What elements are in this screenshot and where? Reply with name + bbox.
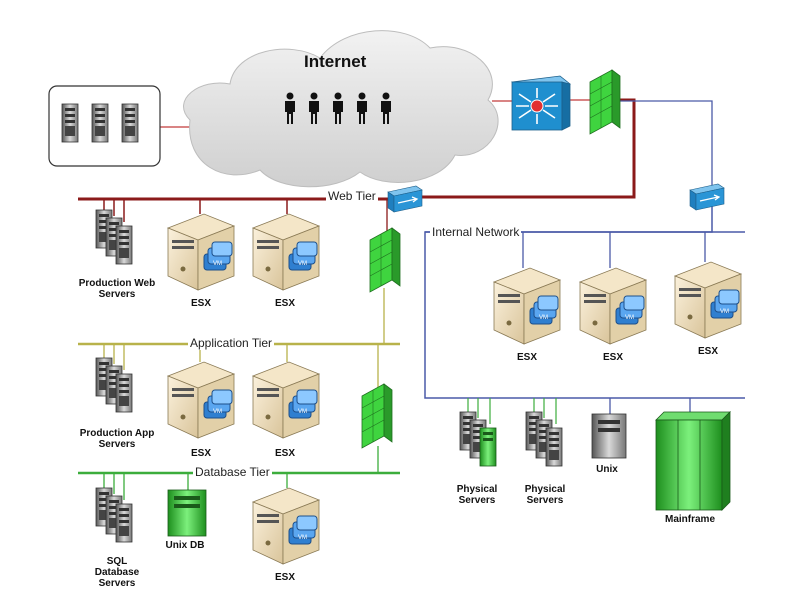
firewall-icon — [361, 383, 393, 449]
server-rack-icon — [91, 103, 109, 143]
production-web-label: Production Web Servers — [78, 278, 156, 300]
unix-server — [591, 413, 627, 459]
esx-host-icon — [167, 213, 235, 291]
server-rack-icon — [115, 503, 133, 543]
sql-db-label: SQL Database Servers — [94, 556, 140, 589]
firewall-icon — [369, 227, 401, 293]
esx-host-icon — [579, 267, 647, 345]
production-web-servers — [95, 209, 133, 265]
production-app-servers — [95, 357, 133, 413]
esx-label: ESX — [516, 352, 537, 363]
web-tier-label: Web Tier — [326, 189, 378, 203]
esx-label: ESX — [274, 448, 295, 459]
esx-label: ESX — [274, 572, 295, 583]
esx-label: ESX — [274, 298, 295, 309]
physical-servers-label: Physical Servers — [524, 484, 566, 506]
server-rack-icon — [61, 103, 79, 143]
sql-database-servers — [95, 487, 133, 543]
firewall-icon — [589, 69, 621, 135]
server-rack-icon — [545, 427, 563, 467]
esx-host-icon — [167, 361, 235, 439]
internet-title: Internet — [304, 52, 367, 71]
database-tier-label: Database Tier — [193, 465, 272, 479]
server-rack-icon — [121, 103, 139, 143]
mainframe-label: Mainframe — [664, 514, 715, 525]
mainframe-icon — [655, 411, 731, 511]
physical-servers-label: Physical Servers — [456, 484, 498, 506]
esx-label: ESX — [190, 448, 211, 459]
vpn-switch-icon — [689, 183, 725, 211]
esx-label: ESX — [697, 346, 718, 357]
vpn-switch-icon — [387, 185, 423, 213]
external-server-group — [48, 85, 161, 167]
esx-host-icon — [252, 361, 320, 439]
esx-host-icon — [252, 213, 320, 291]
unix-db-server — [167, 489, 207, 537]
unix-db-label: Unix DB — [165, 540, 205, 551]
server-rack-icon — [115, 373, 133, 413]
server-rack-icon — [115, 225, 133, 265]
unix-label: Unix — [596, 464, 618, 475]
esx-label: ESX — [190, 298, 211, 309]
internal-network-label: Internal Network — [430, 225, 522, 239]
server-rack-icon — [479, 427, 497, 467]
production-app-label: Production App Servers — [79, 428, 155, 450]
esx-label: ESX — [602, 352, 623, 363]
esx-host-icon — [674, 261, 742, 339]
esx-host-icon — [493, 267, 561, 345]
esx-host-icon — [252, 487, 320, 565]
application-tier-label: Application Tier — [188, 336, 275, 350]
core-switch-icon — [511, 75, 571, 131]
